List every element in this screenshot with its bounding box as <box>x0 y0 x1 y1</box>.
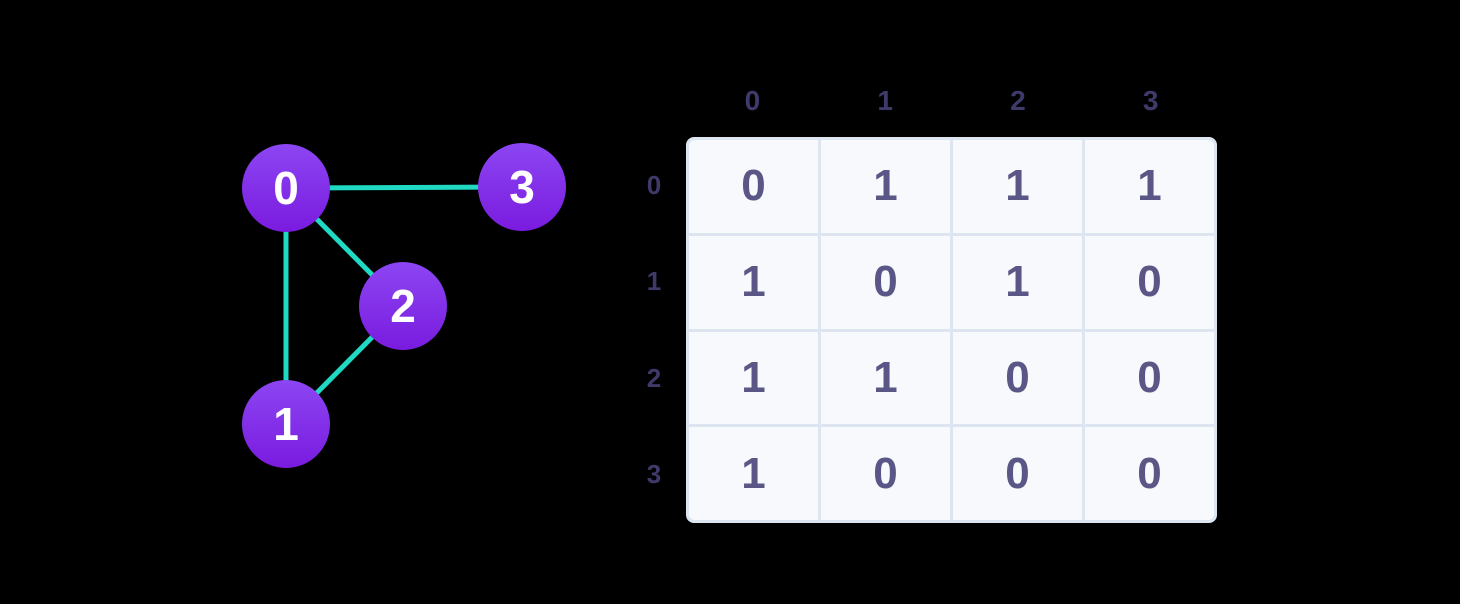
matrix-cell-r1-c1: 0 <box>821 235 950 329</box>
matrix-cell-r0-c1: 1 <box>821 140 950 233</box>
graph-node-label: 3 <box>509 161 535 213</box>
graph-node-circle <box>242 144 330 232</box>
matrix-cell-r3-c0: 1 <box>689 427 818 520</box>
matrix-cell-r1-c3: 0 <box>1085 235 1214 329</box>
graph-node-label: 1 <box>273 398 299 450</box>
matrix-col-header-1: 1 <box>877 85 893 116</box>
matrix-row-header-1: 1 <box>646 266 662 297</box>
matrix-row-header-2: 2 <box>646 362 662 393</box>
matrix-column-headers: 0 1 2 3 <box>686 75 1217 127</box>
matrix-row-header-3: 3 <box>646 459 662 490</box>
graph-node-circle <box>359 262 447 350</box>
matrix-cell-r3-c3: 0 <box>1085 427 1214 520</box>
matrix-cell-r2-c0: 1 <box>689 331 818 425</box>
graph-node-1: 1 <box>242 380 330 468</box>
graph-node-label: 0 <box>273 162 299 214</box>
graph-node-0: 0 <box>242 144 330 232</box>
matrix-col-header-3: 3 <box>1142 85 1159 116</box>
matrix-cell-r3-c2: 0 <box>953 427 1082 520</box>
matrix-row-headers: 0 1 2 3 <box>630 137 678 523</box>
graph-node-circle <box>478 143 566 231</box>
matrix-cell-r2-c1: 1 <box>821 331 950 425</box>
matrix-col-header-0: 0 <box>744 85 761 116</box>
matrix-cell-r2-c3: 0 <box>1085 331 1214 425</box>
graph-diagram: 0 1 2 3 <box>242 143 566 468</box>
graph-node-2: 2 <box>359 262 447 350</box>
matrix-cell-r0-c2: 1 <box>953 140 1082 233</box>
graph-nodes: 0 1 2 3 <box>242 143 566 468</box>
matrix-cell-r1-c2: 1 <box>953 235 1082 329</box>
graph-node-circle <box>242 380 330 468</box>
matrix-cell-r3-c1: 0 <box>821 427 950 520</box>
matrix-cell-r2-c2: 0 <box>953 331 1082 425</box>
matrix-cell-r1-c0: 1 <box>689 235 818 329</box>
matrix-col-header-2: 2 <box>1010 85 1026 116</box>
matrix-cell-r0-c0: 0 <box>689 140 818 233</box>
matrix-row-header-0: 0 <box>646 169 662 200</box>
matrix-cell-r0-c3: 1 <box>1085 140 1214 233</box>
graph-node-3: 3 <box>478 143 566 231</box>
graph-node-label: 2 <box>390 280 416 332</box>
